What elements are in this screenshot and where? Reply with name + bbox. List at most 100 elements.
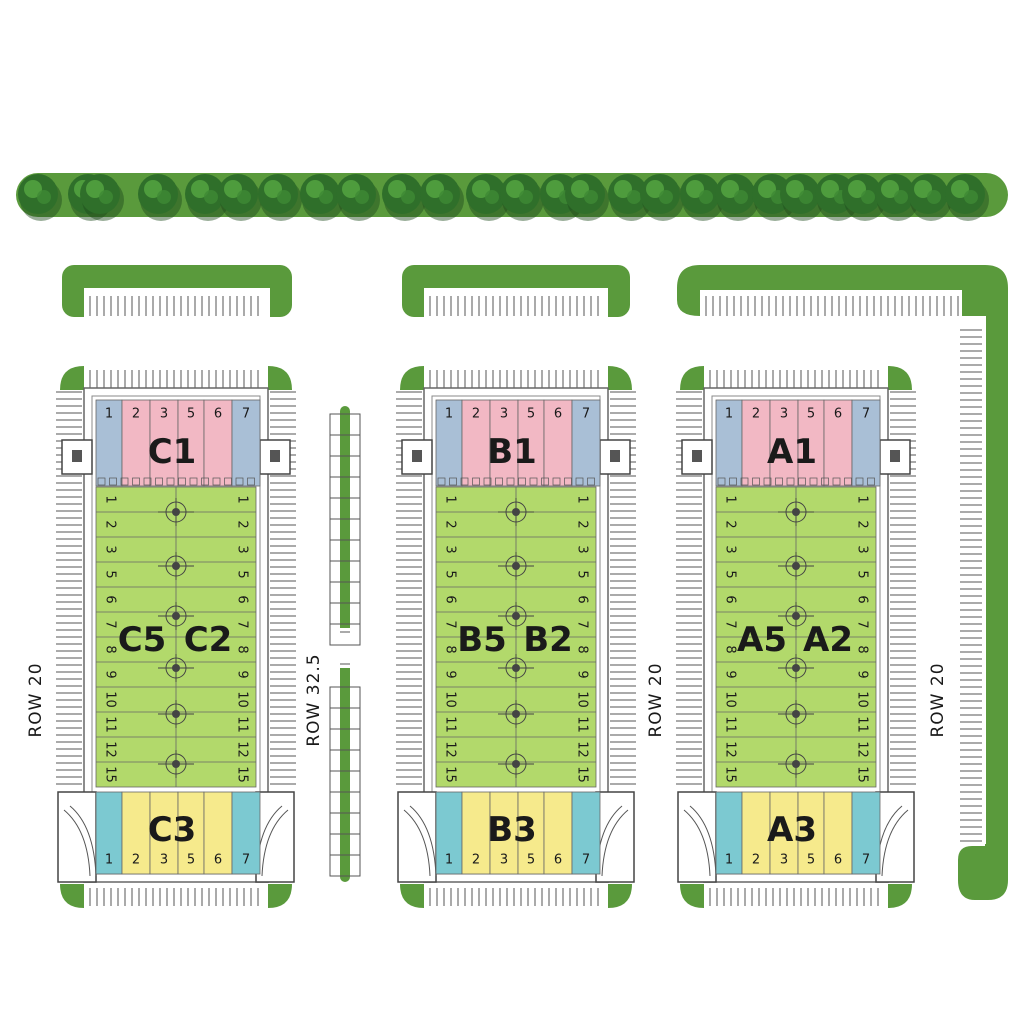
lot-number-right: 3 <box>575 545 590 553</box>
tree-icon <box>500 174 544 221</box>
lot-number-left: 7 <box>723 620 738 628</box>
ornament-icon <box>498 700 534 728</box>
unit-top <box>571 399 601 487</box>
lot-number-left: 12 <box>443 741 458 758</box>
unit-number: 3 <box>160 407 168 422</box>
unit-top <box>231 399 261 487</box>
lot-number-left: 5 <box>443 570 458 578</box>
unit-top <box>203 399 233 487</box>
section-label: B2 <box>523 620 573 660</box>
lot-number-left: 8 <box>443 645 458 653</box>
unit-number: 1 <box>725 407 733 422</box>
lot-number-right: 5 <box>575 570 590 578</box>
unit-number: 2 <box>472 853 480 868</box>
lot-number-right: 10 <box>575 691 590 708</box>
unit-top <box>823 399 853 487</box>
lot-number-right: 9 <box>855 670 870 678</box>
unit-top <box>95 399 123 487</box>
unit-number: 3 <box>780 853 788 868</box>
unit-number: 7 <box>582 853 590 868</box>
tree-icon <box>715 174 759 221</box>
tree-icon <box>466 174 510 221</box>
lot-number-left: 8 <box>103 645 118 653</box>
unit-number: 6 <box>214 853 222 868</box>
lot-number-right: 10 <box>235 691 250 708</box>
lot-number-right: 5 <box>235 570 250 578</box>
ornament-icon <box>158 750 194 778</box>
driveway-left <box>57 791 97 883</box>
tree-icon <box>565 174 609 221</box>
lot-number-right: 5 <box>855 570 870 578</box>
unit-top <box>851 399 881 487</box>
lot-number-left: 1 <box>103 495 118 503</box>
tree-icon <box>18 174 62 221</box>
unit-top <box>741 399 771 487</box>
lot-number-right: 2 <box>855 520 870 528</box>
lot-number-right: 9 <box>575 670 590 678</box>
lot-number-left: 15 <box>723 766 738 783</box>
unit-top <box>121 399 151 487</box>
section-label: B1 <box>487 432 537 472</box>
section-label: A5 <box>737 620 787 660</box>
lot-number-right: 9 <box>235 670 250 678</box>
ornament-icon <box>498 552 534 580</box>
section-label: B5 <box>457 620 507 660</box>
unit-bottom <box>797 791 825 875</box>
lot-number-right: 6 <box>235 595 250 603</box>
unit-number: 3 <box>500 853 508 868</box>
unit-number: 6 <box>554 853 562 868</box>
unit-number: 6 <box>834 407 842 422</box>
lot-number-left: 9 <box>723 670 738 678</box>
driveway-right <box>255 791 295 883</box>
driveway-left <box>397 791 437 883</box>
lot-number-right: 7 <box>855 620 870 628</box>
unit-number: 7 <box>862 853 870 868</box>
unit-number: 7 <box>242 407 250 422</box>
ornament-icon <box>778 552 814 580</box>
unit-number: 1 <box>445 853 453 868</box>
unit-number: 7 <box>582 407 590 422</box>
lot-number-left: 3 <box>723 545 738 553</box>
tree-icon <box>842 174 886 221</box>
lot-number-right: 8 <box>235 645 250 653</box>
unit-top <box>461 399 491 487</box>
section-label: A3 <box>767 810 817 850</box>
section-label: C5 <box>118 620 167 660</box>
lot-number-left: 9 <box>103 670 118 678</box>
lot-number-right: 11 <box>575 716 590 733</box>
lot-number-left: 15 <box>103 766 118 783</box>
ornament-icon <box>778 700 814 728</box>
section-label: C3 <box>148 810 197 850</box>
lot-number-left: 10 <box>103 691 118 708</box>
tree-icon <box>780 174 824 221</box>
lot-number-right: 1 <box>235 495 250 503</box>
unit-number: 6 <box>214 407 222 422</box>
unit-number: 7 <box>242 853 250 868</box>
lot-number-left: 3 <box>443 545 458 553</box>
ornament-icon <box>158 498 194 526</box>
unit-number: 2 <box>132 407 140 422</box>
lot-number-right: 15 <box>235 766 250 783</box>
tree-icon <box>875 174 919 221</box>
ornament-icon <box>158 552 194 580</box>
lot-number-left: 2 <box>103 520 118 528</box>
row-label: ROW 20 <box>928 662 948 737</box>
unit-number: 2 <box>472 407 480 422</box>
tree-icon <box>640 174 684 221</box>
section-label: C1 <box>148 432 197 472</box>
unit-number: 1 <box>105 407 113 422</box>
lot-number-left: 5 <box>723 570 738 578</box>
ornament-icon <box>158 602 194 630</box>
unit-number: 3 <box>780 407 788 422</box>
tree-icon <box>80 174 124 221</box>
unit-number: 6 <box>554 407 562 422</box>
tree-row <box>16 173 1008 221</box>
lot-number-right: 10 <box>855 691 870 708</box>
section-label: B3 <box>487 810 537 850</box>
lot-number-right: 2 <box>235 520 250 528</box>
tree-icon <box>336 174 380 221</box>
lot-number-left: 6 <box>103 595 118 603</box>
